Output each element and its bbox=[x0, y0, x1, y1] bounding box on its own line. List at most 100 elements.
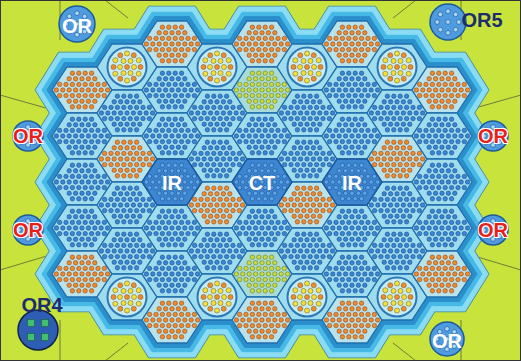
fuel-pin bbox=[221, 157, 225, 161]
assembly bbox=[97, 228, 157, 274]
fuel-pin bbox=[105, 180, 109, 184]
fuel-pin bbox=[305, 100, 309, 104]
fuel-pin bbox=[257, 266, 261, 270]
fuel-pin bbox=[70, 93, 74, 97]
rod-pin bbox=[398, 58, 403, 63]
fuel-pin bbox=[285, 272, 289, 276]
fuel-pin bbox=[89, 197, 93, 201]
fuel-pin bbox=[131, 238, 135, 242]
assembly bbox=[97, 182, 157, 228]
assembly-hex bbox=[187, 44, 247, 90]
fuel-pin bbox=[363, 307, 367, 311]
fuel-pin bbox=[224, 151, 228, 155]
rod-pin bbox=[406, 58, 411, 63]
fuel-pin bbox=[379, 105, 383, 109]
fuel-pin bbox=[199, 162, 203, 166]
fuel-pin bbox=[343, 77, 347, 81]
fuel-pin bbox=[269, 105, 273, 109]
fuel-pin bbox=[250, 36, 254, 40]
fuel-pin bbox=[340, 128, 344, 132]
fuel-pin bbox=[112, 111, 116, 115]
fuel-pin bbox=[273, 99, 277, 103]
fuel-pin bbox=[343, 318, 347, 322]
fuel-pin bbox=[279, 42, 283, 46]
fuel-pin bbox=[183, 31, 187, 35]
fuel-pin bbox=[221, 146, 225, 150]
fuel-pin bbox=[240, 157, 244, 161]
fuel-pin bbox=[356, 42, 360, 46]
fuel-pin bbox=[170, 307, 174, 311]
rod-pin bbox=[201, 65, 206, 70]
fuel-pin bbox=[102, 208, 106, 212]
fuel-pin bbox=[250, 105, 254, 109]
fuel-pin bbox=[141, 243, 145, 247]
fuel-pin bbox=[279, 134, 283, 138]
fuel-pin bbox=[250, 209, 254, 213]
fuel-pin bbox=[414, 111, 418, 115]
fuel-pin bbox=[356, 123, 360, 127]
fuel-pin bbox=[160, 220, 164, 224]
fuel-pin bbox=[173, 323, 177, 327]
fuel-pin bbox=[86, 261, 90, 265]
fuel-pin bbox=[318, 111, 322, 115]
fuel-pin bbox=[80, 169, 84, 173]
fuel-pin bbox=[269, 266, 273, 270]
fuel-pin bbox=[263, 59, 267, 63]
fuel-pin bbox=[106, 203, 110, 207]
fuel-pin bbox=[302, 140, 306, 144]
fuel-pin bbox=[401, 100, 405, 104]
fuel-pin bbox=[57, 128, 61, 132]
fuel-pin bbox=[343, 88, 347, 92]
fuel-pin bbox=[269, 139, 273, 143]
fuel-pin bbox=[269, 25, 273, 29]
assembly-hex bbox=[367, 44, 427, 90]
fuel-pin bbox=[257, 139, 261, 143]
fuel-pin bbox=[218, 174, 222, 178]
fuel-pin bbox=[308, 128, 312, 132]
fuel-pin bbox=[131, 157, 135, 161]
fuel-pin bbox=[228, 146, 232, 150]
fuel-pin bbox=[125, 238, 129, 242]
fuel-pin bbox=[167, 209, 171, 213]
fuel-pin bbox=[263, 335, 267, 339]
fuel-pin bbox=[167, 105, 171, 109]
assembly-hex bbox=[187, 182, 247, 228]
fuel-pin bbox=[392, 94, 396, 98]
fuel-pin bbox=[179, 47, 183, 51]
fuel-pin bbox=[247, 31, 251, 35]
fuel-pin bbox=[234, 134, 238, 138]
fuel-pin bbox=[106, 157, 110, 161]
rod-pin bbox=[131, 283, 136, 288]
fuel-pin bbox=[260, 42, 264, 46]
fuel-pin bbox=[237, 162, 241, 166]
fuel-pin bbox=[340, 277, 344, 281]
fuel-pin bbox=[257, 277, 261, 281]
fuel-pin bbox=[86, 191, 90, 195]
assembly bbox=[277, 228, 337, 274]
fuel-pin bbox=[176, 77, 180, 81]
fuel-pin bbox=[308, 197, 312, 201]
fuel-pin bbox=[408, 100, 412, 104]
fuel-pin bbox=[257, 36, 261, 40]
fuel-pin bbox=[73, 77, 77, 81]
fuel-pin bbox=[257, 59, 261, 63]
fuel-pin bbox=[269, 277, 273, 281]
fuel-pin bbox=[70, 209, 74, 213]
fuel-pin bbox=[327, 277, 331, 281]
fuel-pin bbox=[260, 88, 264, 92]
fuel-pin bbox=[167, 312, 171, 316]
fuel-pin bbox=[57, 82, 61, 86]
rod-pin bbox=[316, 301, 321, 306]
fuel-pin bbox=[237, 105, 241, 109]
fuel-pin bbox=[67, 215, 71, 219]
fuel-pin bbox=[347, 151, 351, 155]
fuel-pin bbox=[340, 266, 344, 270]
fuel-pin bbox=[282, 105, 286, 109]
fuel-pin bbox=[257, 105, 261, 109]
fuel-pin bbox=[340, 82, 344, 86]
fuel-pin bbox=[359, 277, 363, 281]
shell-piece bbox=[177, 127, 257, 190]
fuel-pin bbox=[343, 53, 347, 57]
fuel-pin bbox=[372, 82, 376, 86]
fuel-pin bbox=[340, 151, 344, 155]
